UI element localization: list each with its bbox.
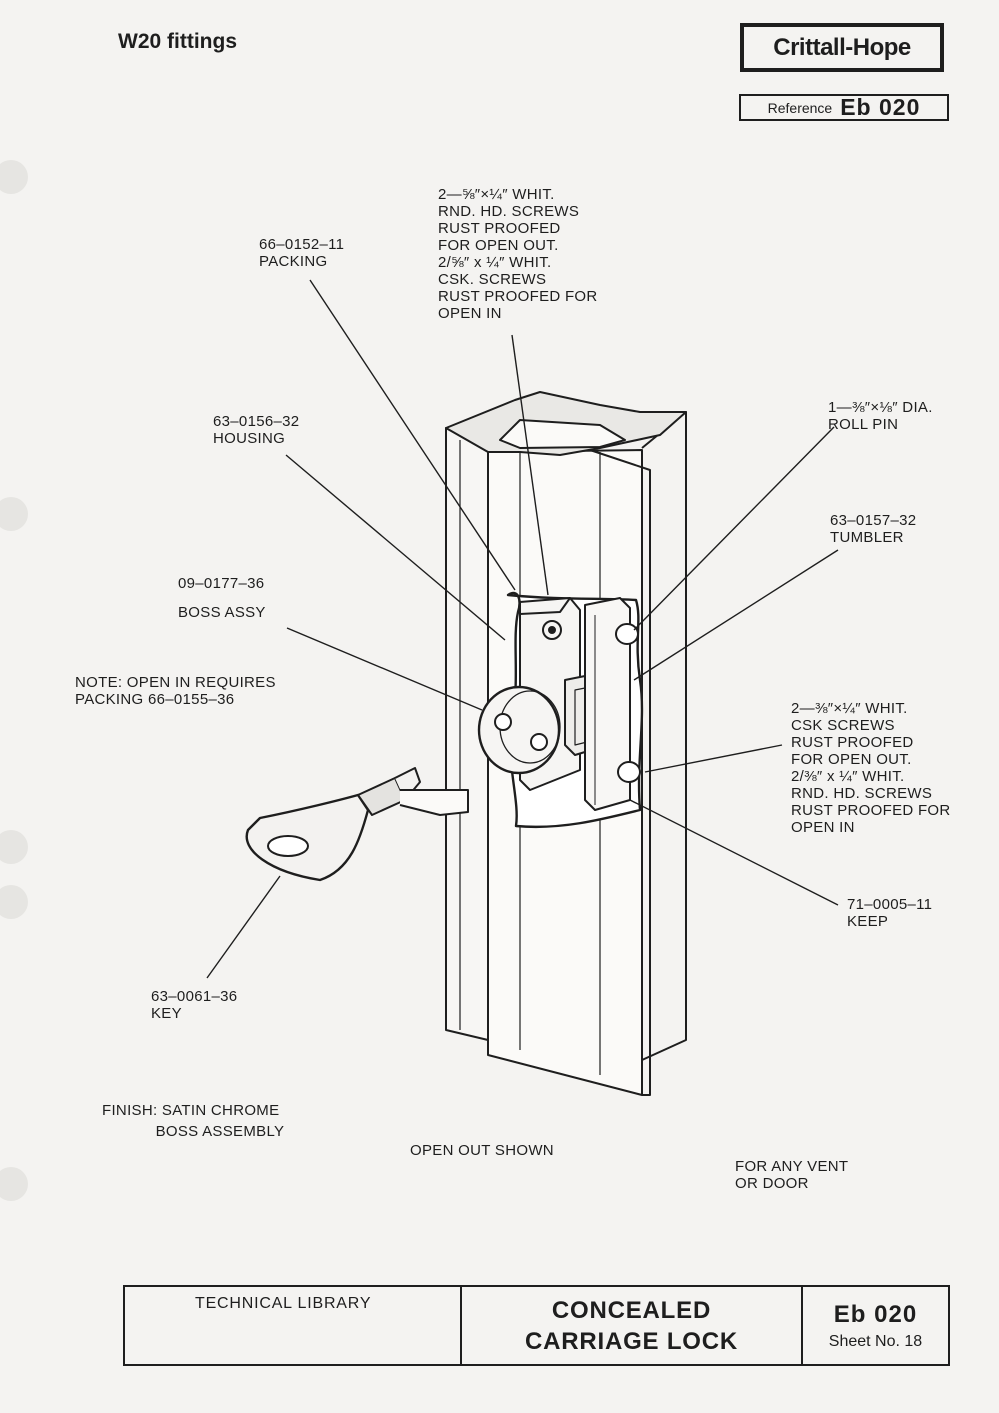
binder-hole (0, 160, 28, 194)
title-block: TECHNICAL LIBRARY CONCEALED CARRIAGE LOC… (123, 1285, 950, 1366)
drawing-title-line1: CONCEALED (551, 1296, 712, 1324)
reference-label: Reference (767, 99, 833, 116)
label-any-vent: FOR ANY VENT OR DOOR (735, 1158, 849, 1192)
keep-screw (617, 761, 641, 783)
label-packing: 66–0152–11 PACKING (259, 236, 345, 270)
label-boss-name: BOSS ASSY (178, 604, 266, 621)
reference-code: Eb 020 (840, 94, 921, 120)
label-tumbler: 63–0157–32 TUMBLER (830, 512, 917, 546)
label-finish: FINISH: SATIN CHROME BOSS ASSEMBLY (102, 1102, 285, 1140)
binder-hole (0, 497, 28, 531)
label-open-out: OPEN OUT SHOWN (410, 1142, 554, 1159)
key (245, 767, 469, 882)
binder-hole (0, 1167, 28, 1201)
label-key: 63–0061–36 KEY (151, 988, 238, 1022)
title-cell: CONCEALED CARRIAGE LOCK (462, 1287, 803, 1364)
roll-pin (615, 623, 639, 645)
reference-box: Reference Eb 020 (739, 94, 949, 121)
binder-hole (0, 830, 28, 864)
label-screws-right: 2—⅜″×¼″ WHIT. CSK SCREWS RUST PROOFED FO… (791, 700, 951, 836)
library-cell: TECHNICAL LIBRARY (125, 1287, 462, 1364)
footer-code: Eb 020 (833, 1300, 918, 1328)
label-roll-pin: 1—⅜″×⅛″ DIA. ROLL PIN (828, 399, 933, 433)
series-title: W20 fittings (118, 30, 237, 53)
housing-screw (542, 620, 562, 640)
code-cell: Eb 020 Sheet No. 18 (803, 1287, 948, 1364)
library-label: TECHNICAL LIBRARY (195, 1295, 372, 1312)
drawing-title-line2: CARRIAGE LOCK (524, 1327, 739, 1355)
boss-assembly (477, 685, 561, 775)
drawing-title: CONCEALED CARRIAGE LOCK (525, 1295, 738, 1357)
brand-name: Crittall-Hope (773, 33, 911, 61)
label-screws-top: 2—⅝″×¼″ WHIT. RND. HD. SCREWS RUST PROOF… (438, 186, 598, 322)
sheet-number: Sheet No. 18 (828, 1332, 923, 1350)
binder-hole (0, 885, 28, 919)
frame-rebate (589, 449, 651, 1096)
brand-logo: Crittall-Hope (740, 23, 944, 72)
label-note: NOTE: OPEN IN REQUIRES PACKING 66–0155–3… (75, 674, 276, 708)
label-keep: 71–0005–11 KEEP (847, 896, 933, 930)
leader-lines (206, 279, 839, 979)
label-housing: 63–0156–32 HOUSING (213, 413, 300, 447)
label-boss-code: 09–0177–36 (178, 575, 265, 592)
